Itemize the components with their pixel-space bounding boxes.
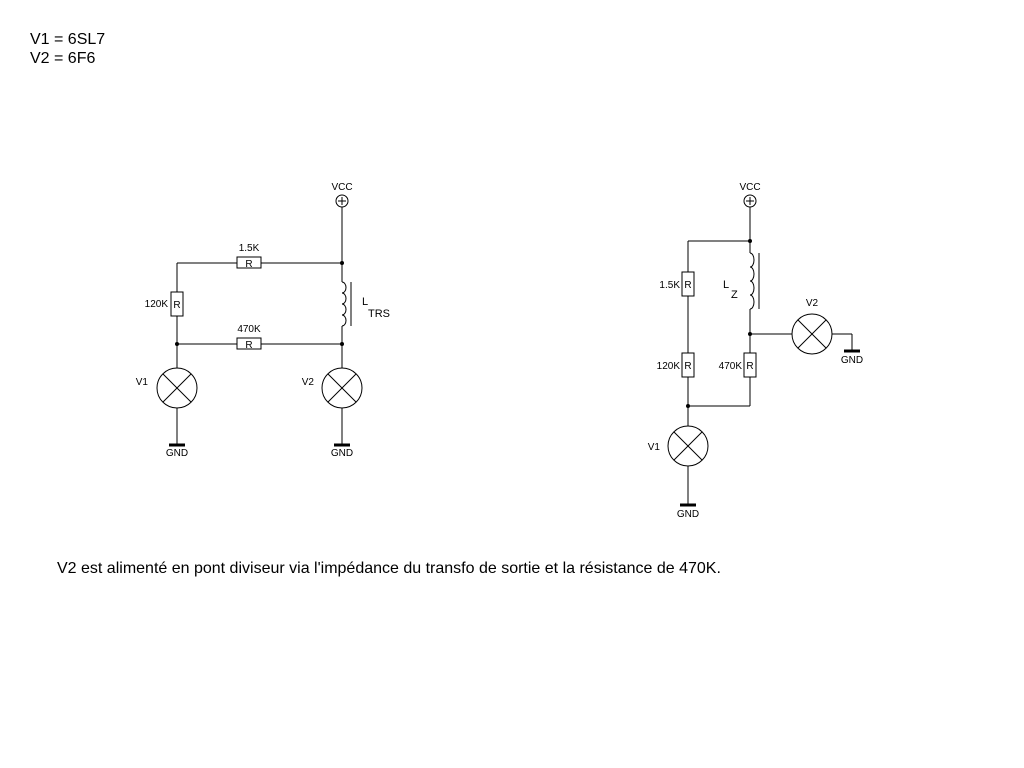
left-r-left-glyph: R: [173, 300, 180, 311]
left-lamp-v2-symbol: [321, 367, 363, 409]
right-r-c-value: 470K: [719, 361, 743, 372]
right-resistor-a: R: [681, 271, 695, 297]
right-resistor-c: R: [743, 352, 757, 378]
right-r-a-value: 1.5K: [659, 280, 680, 291]
left-resistor-top: R: [236, 256, 262, 270]
tube-legend: V1 = 6SL7 V2 = 6F6: [30, 30, 105, 68]
left-inductor-subscript: TRS: [368, 308, 390, 320]
right-lamp-v1-symbol: [667, 425, 709, 467]
right-inductor-label: L: [723, 279, 729, 291]
right-resistor-b: R: [681, 352, 695, 378]
left-inductor-symbol: [341, 281, 352, 327]
left-r-mid-value: 470K: [237, 324, 261, 335]
left-gnd2-label: GND: [331, 448, 353, 459]
left-resistor-left: R: [170, 291, 184, 317]
caption-text: V2 est alimenté en pont diviseur via l'i…: [57, 560, 721, 577]
left-v2-label: V2: [302, 377, 315, 388]
left-r-top-glyph: R: [245, 259, 252, 270]
left-inductor-label: L: [362, 296, 368, 308]
right-r-b-glyph: R: [684, 361, 691, 372]
right-r-b-value: 120K: [657, 361, 681, 372]
legend-v2: V2 = 6F6: [30, 50, 96, 67]
left-junction-mid-right: [340, 342, 344, 346]
left-lamp-v1-symbol: [156, 367, 198, 409]
left-v1-label: V1: [136, 377, 149, 388]
legend-v1: V1 = 6SL7: [30, 31, 106, 48]
right-wires: [687, 207, 853, 505]
right-junction-bottom: [686, 404, 690, 408]
right-lamp-v2-symbol: [791, 313, 833, 355]
right-vcc-symbol: [743, 194, 757, 208]
right-gnd1-label: GND: [677, 509, 699, 520]
left-r-left-value: 120K: [145, 299, 169, 310]
right-inductor-symbol: [749, 252, 760, 310]
right-junction-top: [748, 239, 752, 243]
left-r-mid-glyph: R: [245, 340, 252, 351]
left-circuit: VCC 1.5K R 120K: [136, 182, 390, 459]
right-circuit: VCC 1.5K R: [648, 182, 863, 520]
left-junction-mid-left: [175, 342, 179, 346]
left-junction-top: [340, 261, 344, 265]
right-junction-mid: [748, 332, 752, 336]
right-inductor-subscript: Z: [731, 289, 738, 301]
right-vcc-label: VCC: [739, 182, 760, 193]
right-v2-label: V2: [806, 298, 819, 309]
left-resistor-mid: R: [236, 337, 262, 351]
left-vcc-symbol: [335, 194, 349, 208]
right-r-a-glyph: R: [684, 280, 691, 291]
left-r-top-value: 1.5K: [239, 243, 260, 254]
left-vcc-label: VCC: [331, 182, 352, 193]
right-v1-label: V1: [648, 442, 661, 453]
left-gnd1-label: GND: [166, 448, 188, 459]
right-r-c-glyph: R: [746, 361, 753, 372]
right-gnd2-label: GND: [841, 355, 863, 366]
